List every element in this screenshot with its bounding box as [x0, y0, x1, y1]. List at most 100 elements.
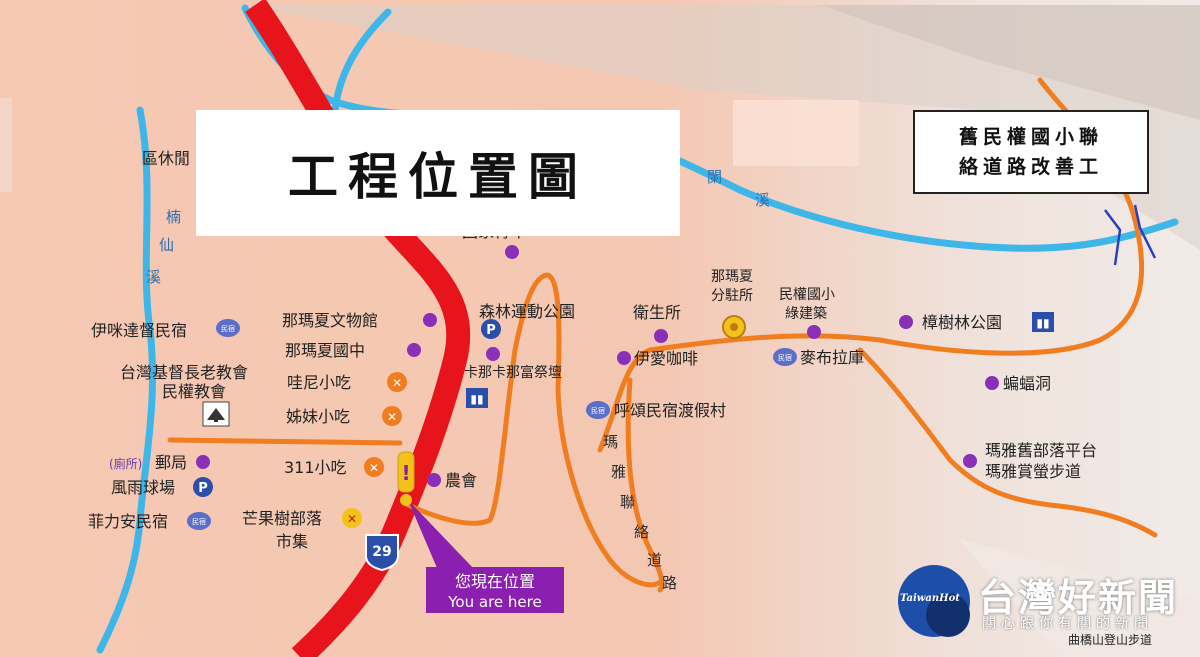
svg-text:▮▮: ▮▮ [470, 392, 483, 406]
parking-icon-forest: P [481, 319, 501, 339]
highway-shield-label: 29 [372, 544, 391, 560]
label-school-1: 民權國小 [779, 287, 835, 303]
poi-dot-bat-cave [985, 376, 999, 390]
svg-text:✕: ✕ [369, 461, 379, 475]
river-label-left-2: 仙 [159, 236, 174, 254]
label-church-1: 台灣基督長老教會 [120, 363, 248, 382]
river-label-left-3: 溪 [146, 268, 161, 286]
label-maya-2: 瑪雅賞螢步道 [985, 462, 1081, 481]
trail-char-1: 瑪 [603, 433, 618, 451]
market-icon-mango: ✕ [342, 508, 362, 528]
river-left [96, 106, 157, 654]
poi-dot-junior-high [407, 343, 421, 357]
svg-text:!: ! [401, 461, 410, 485]
lodging-icon-ike: 民宿 [216, 319, 240, 337]
road-maya-old [857, 347, 1158, 538]
restaurant-icon-wani: ✕ [387, 372, 407, 392]
bridge-mark-left [1104, 209, 1122, 266]
river-label-lan-1: 闌 [707, 168, 722, 186]
watermark-slogan: 關心跟你有關的新聞 [982, 616, 1153, 632]
you-are-here-box [426, 567, 564, 613]
label-kanakanavu: 卡那卡那富祭壇 [464, 364, 562, 381]
label-ida-cafe: 伊愛咖啡 [634, 349, 698, 368]
bridge-mark-right [1133, 204, 1157, 259]
poi-dot-farmers [427, 473, 441, 487]
label-forest-park: 森林運動公園 [479, 302, 575, 321]
label-sister-snack: 姊妹小吃 [286, 407, 350, 426]
label-top-left-cut: 區休閒 [142, 149, 190, 168]
label-hufu-minsu: 呼頌民宿渡假村 [614, 401, 726, 420]
lodging-icon-maibula: 民宿 [773, 348, 797, 366]
svg-text:民宿: 民宿 [192, 517, 206, 526]
road-forest-loop [405, 272, 665, 588]
label-mango-1: 芒果樹部落 [242, 509, 322, 528]
label-maibula: 麥布拉庫 [800, 348, 864, 367]
map-title: 工程位置圖 [288, 147, 588, 206]
police-station-icon [722, 315, 746, 339]
label-camphor-park: 樟樹林公園 [922, 313, 1002, 332]
toilet-icon-camphor: ▮▮ [1032, 312, 1054, 332]
label-wani-snack: 哇尼小吃 [287, 373, 351, 392]
restaurant-icon-sister: ✕ [382, 406, 402, 426]
toilet-icon-forest: ▮▮ [466, 388, 488, 408]
label-school-2: 綠建築 [785, 306, 827, 322]
label-church-2: 民權教會 [162, 382, 226, 401]
label-mango-2: 市集 [276, 532, 308, 551]
svg-text:✕: ✕ [392, 376, 402, 390]
road-minquan [597, 77, 1145, 453]
watermark-name: 台灣好新聞 [978, 576, 1179, 620]
restaurant-icon-311: ✕ [364, 457, 384, 477]
svg-text:✕: ✕ [347, 512, 357, 526]
label-feili-minsu: 菲力安民宿 [88, 512, 168, 531]
lodging-icon-hufu: 民宿 [586, 401, 610, 419]
project-title-box: 舊民權國小聯 絡道路改善工 [913, 110, 1149, 194]
label-post-office: 郵局 [155, 453, 187, 472]
river-label-left-1: 楠 [166, 208, 181, 226]
poi-dot-cafe [617, 351, 631, 365]
left-edge-strip [0, 98, 12, 192]
poi-dot-maya [963, 454, 977, 468]
label-ike-minsu: 伊咪達督民宿 [91, 321, 187, 340]
poi-dots [196, 245, 999, 487]
trail-char-3: 聯 [620, 493, 635, 511]
building-backdrop [245, 5, 1200, 250]
blank-label-box [733, 100, 859, 166]
highway-shield: 29 [365, 534, 399, 572]
news-watermark: TaiwanHot 台灣好新聞 關心跟你有關的新聞 [898, 565, 1188, 645]
label-station-2: 分駐所 [711, 288, 753, 304]
svg-text:民宿: 民宿 [221, 324, 235, 333]
watermark-logo-text: TaiwanHot [900, 593, 960, 604]
poi-dot-school [807, 325, 821, 339]
label-rain-court: 風雨球場 [111, 478, 175, 497]
svg-text:P: P [486, 323, 496, 338]
poi-dot-health [654, 329, 668, 343]
label-maya-1: 瑪雅舊部落平台 [985, 441, 1097, 460]
river-tributary [331, 8, 392, 114]
svg-text:民宿: 民宿 [591, 406, 605, 415]
trail-char-4: 絡 [634, 523, 649, 541]
you-are-here-zh: 您現在位置 [455, 572, 535, 591]
poi-dot-post [196, 455, 210, 469]
label-toilet-tag: (廁所) [109, 456, 142, 471]
svg-text:✕: ✕ [387, 410, 397, 424]
project-title-line1: 舊民權國小聯 [958, 126, 1103, 148]
svg-text:▮▮: ▮▮ [1036, 316, 1049, 330]
label-station-1: 那瑪夏 [711, 269, 753, 285]
watermark-logo-inner [926, 593, 970, 637]
road-maya-link [625, 377, 665, 593]
road-west [167, 437, 403, 446]
label-museum: 那瑪夏文物館 [282, 311, 378, 330]
map-title-box: 工程位置圖 [196, 110, 680, 236]
label-trail-bottom: 曲橋山登山步道 [1068, 632, 1152, 647]
poi-dot-camphor [899, 315, 913, 329]
bottom-right-light-area [960, 540, 1200, 657]
poi-dot-top [505, 245, 519, 259]
label-farmers: 農會 [445, 471, 477, 490]
trail-char-2: 雅 [611, 463, 626, 481]
building-backdrop-dark [820, 5, 1200, 120]
you-are-here-en: You are here [447, 593, 541, 611]
poi-dot-kanakanavu [486, 347, 500, 361]
svg-text:P: P [198, 481, 208, 496]
svg-text:民宿: 民宿 [778, 353, 792, 362]
